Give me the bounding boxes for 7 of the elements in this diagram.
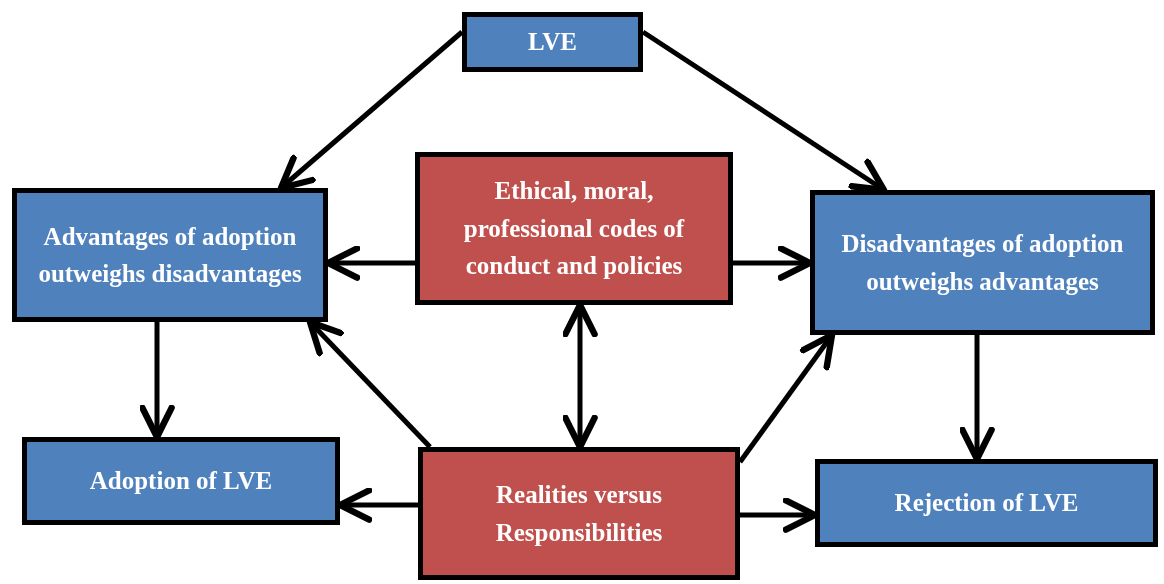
process-box: Realities versus Responsibilities <box>418 447 740 580</box>
process-box: LVE <box>462 12 643 72</box>
process-box: Ethical, moral, professional codes of conduct and policies <box>415 152 733 305</box>
process-box: Adoption of LVE <box>22 437 340 525</box>
process-box: Disadvantages of adoption outweighs advantages <box>810 190 1155 335</box>
process-box: Rejection of LVE <box>815 459 1158 547</box>
process-box: Advantages of adoption outweighs disadvantages <box>12 188 328 322</box>
